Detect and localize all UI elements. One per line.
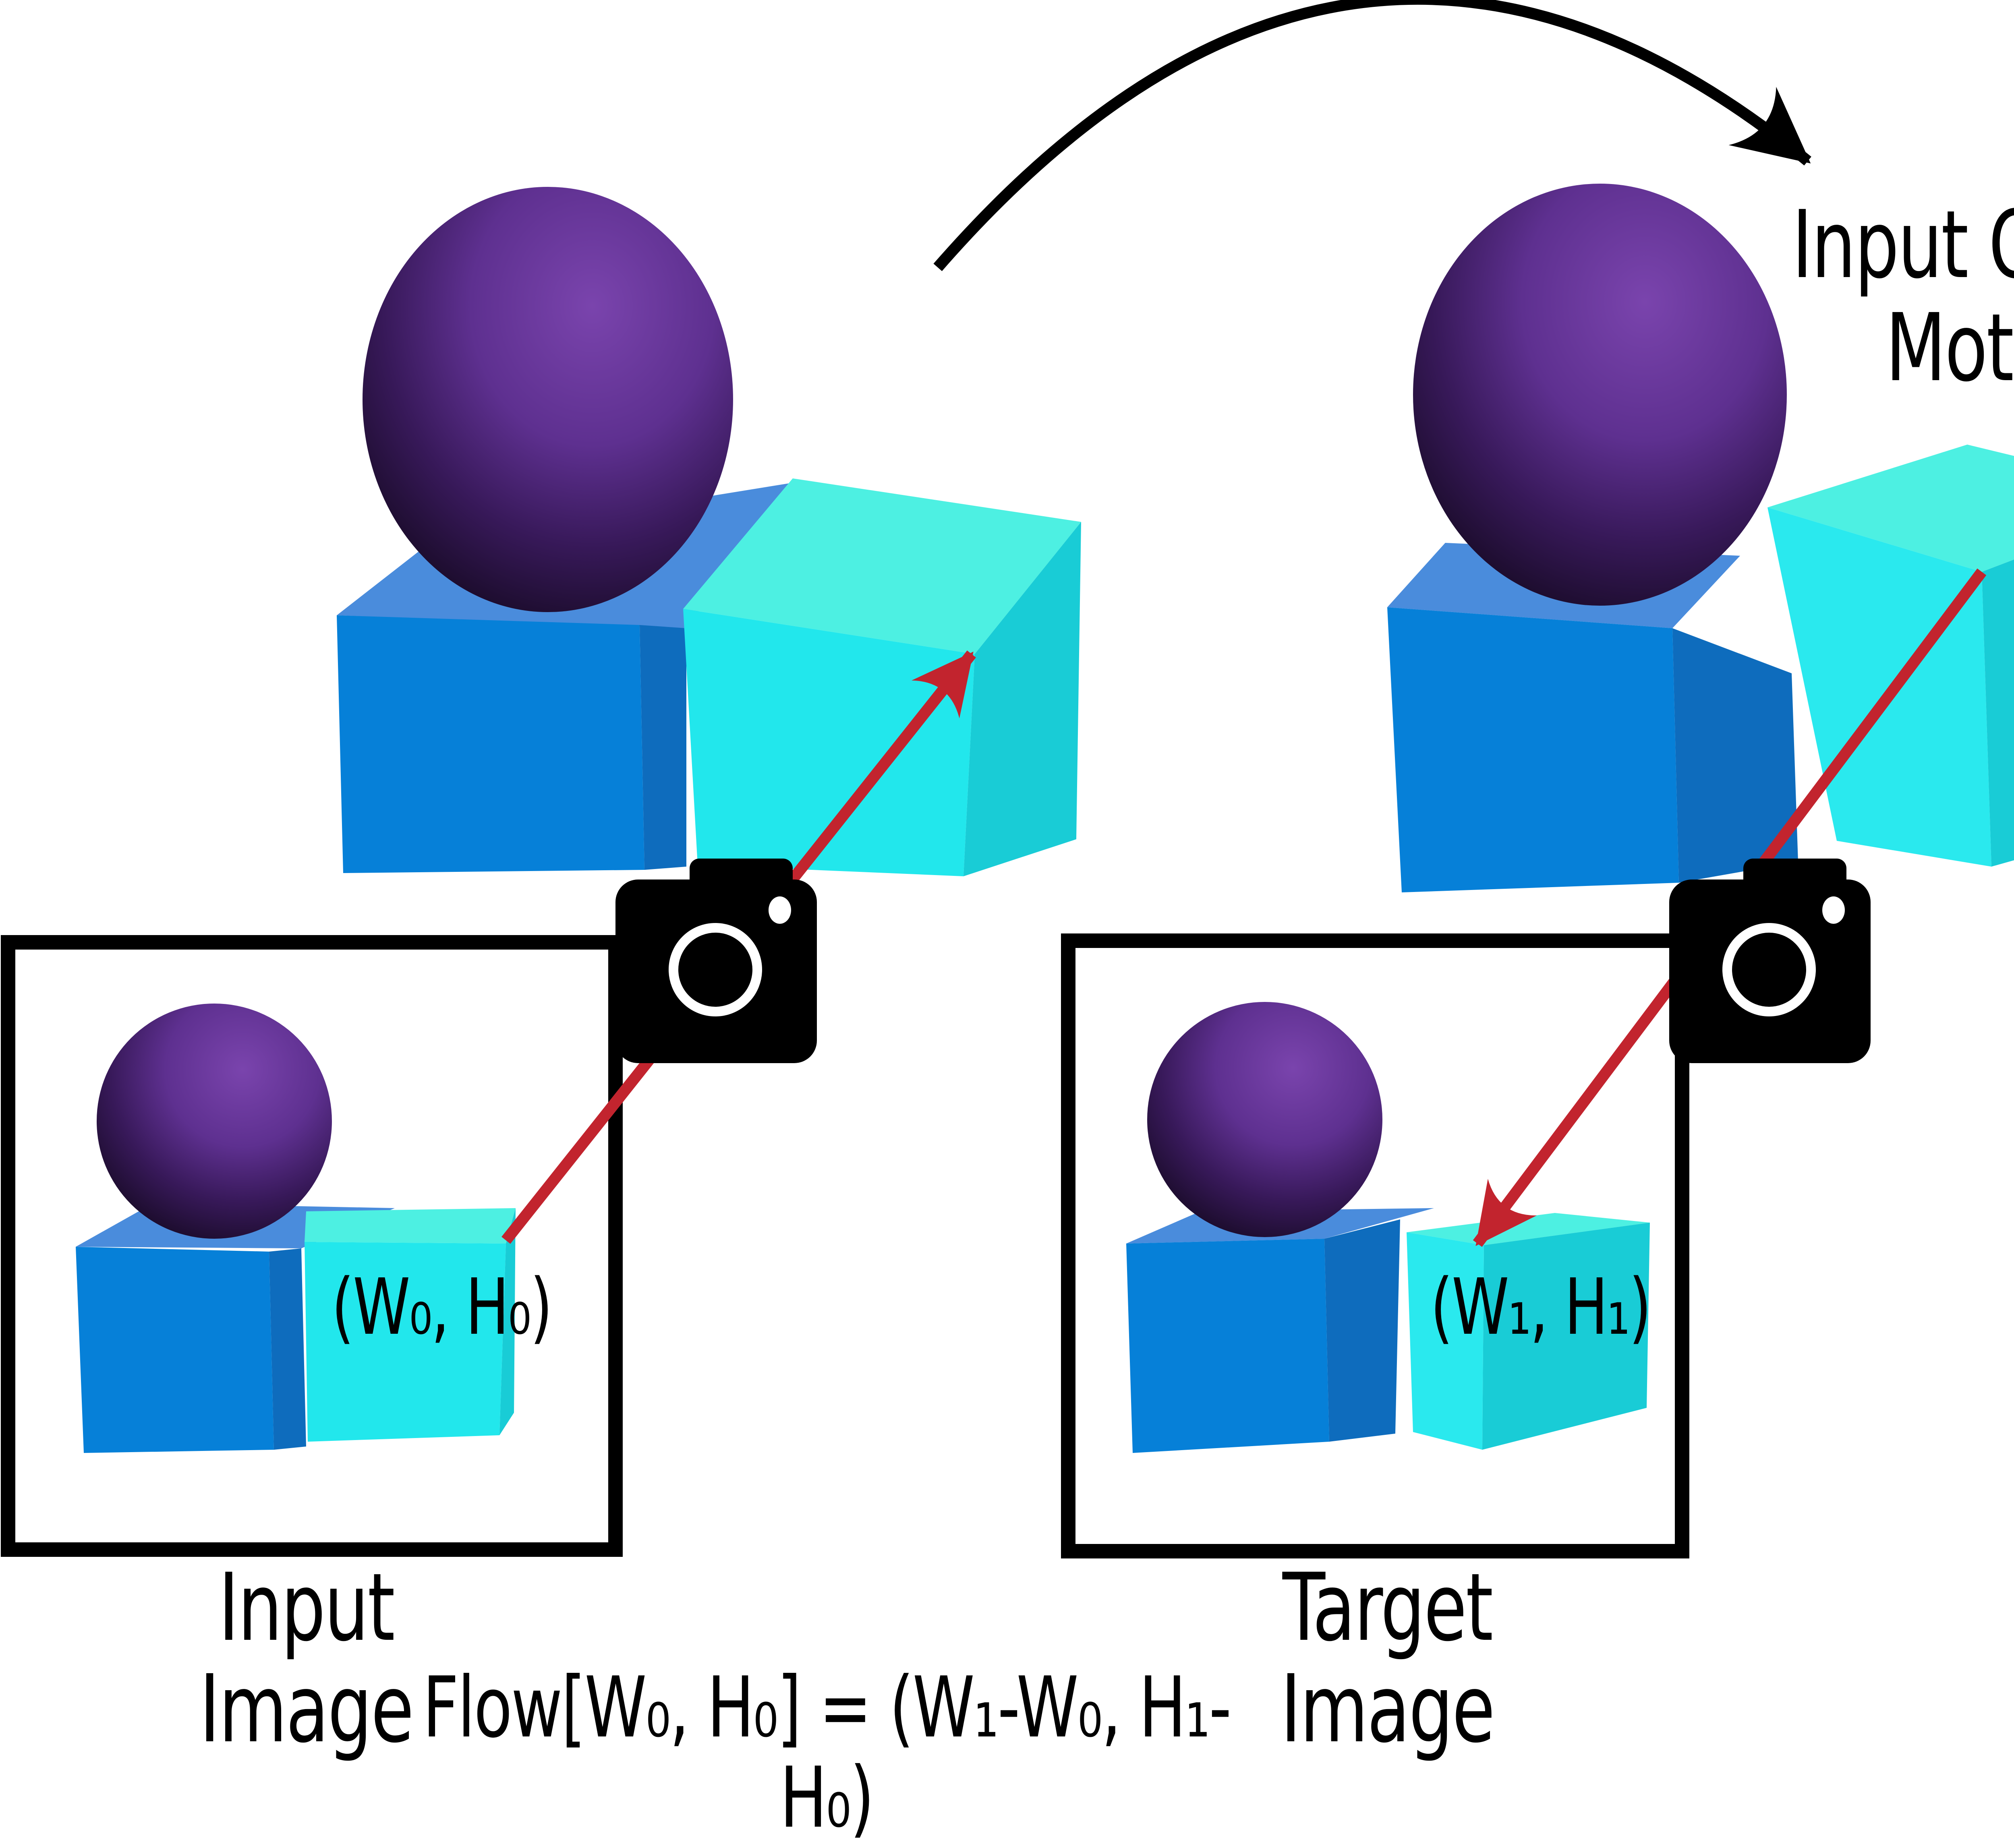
scene-target-thumbnail	[1126, 1002, 1650, 1453]
blue-cube-front-face	[1387, 607, 1679, 892]
blue-cube-front-face	[337, 615, 644, 873]
blue-cube-side-face	[1672, 628, 1798, 883]
input-image-caption: Input Image	[199, 1553, 414, 1763]
purple-sphere	[97, 1004, 332, 1239]
blue-cube-side-face	[1324, 1219, 1400, 1442]
motion-arc-arrow-icon	[933, 0, 1811, 271]
camera-flash-dot	[1822, 896, 1845, 924]
camera-flash-dot	[769, 896, 791, 924]
cyan-cube-left-face	[1407, 1232, 1484, 1450]
input-image-frame	[1, 935, 623, 1557]
input-point-coords-label: (W₀, H₀)	[331, 1263, 553, 1353]
cyan-cube-front-face	[683, 609, 975, 876]
input-object-motion-label: Input Object Motion	[1792, 190, 2014, 403]
cyan-cube-front-face	[305, 1242, 506, 1442]
blue-cube-side-face	[269, 1248, 306, 1450]
cyan-cube-top-face	[305, 1208, 516, 1244]
scene-target-3d	[1387, 184, 2014, 892]
scene-input-thumbnail	[76, 1004, 516, 1453]
camera-icon	[615, 859, 817, 1063]
scene-input-3d	[337, 187, 1081, 876]
cyan-cube-side-face	[963, 522, 1081, 876]
camera-icon	[1669, 859, 1871, 1063]
camera-lens	[669, 923, 762, 1016]
purple-sphere	[363, 187, 733, 612]
purple-sphere	[1413, 184, 1787, 606]
cyan-cube-top-face	[1767, 445, 2014, 572]
flow-formula: Flow[W₀, H₀] = (W₁-W₀, H₁-H₀)	[423, 1661, 1231, 1848]
cyan-cube-side-face	[499, 1208, 516, 1435]
target-point-coords-label: (W₁, H₁)	[1430, 1263, 1651, 1353]
cyan-cube-right-face	[1982, 559, 2014, 867]
cyan-cube-right-face	[1482, 1223, 1650, 1450]
target-image-caption: Target Image	[1281, 1553, 1495, 1763]
camera-body	[615, 880, 817, 1063]
figure-canvas	[1, 0, 2014, 1558]
purple-sphere	[1147, 1002, 1382, 1237]
camera-lens	[1722, 923, 1816, 1016]
blue-cube-side-face	[640, 625, 686, 870]
cyan-cube-top-face	[683, 478, 1081, 654]
target-image-frame	[1061, 933, 1689, 1558]
blue-cube-front-face	[76, 1247, 274, 1453]
blue-cube-front-face	[1126, 1239, 1329, 1453]
camera-body	[1669, 880, 1871, 1063]
